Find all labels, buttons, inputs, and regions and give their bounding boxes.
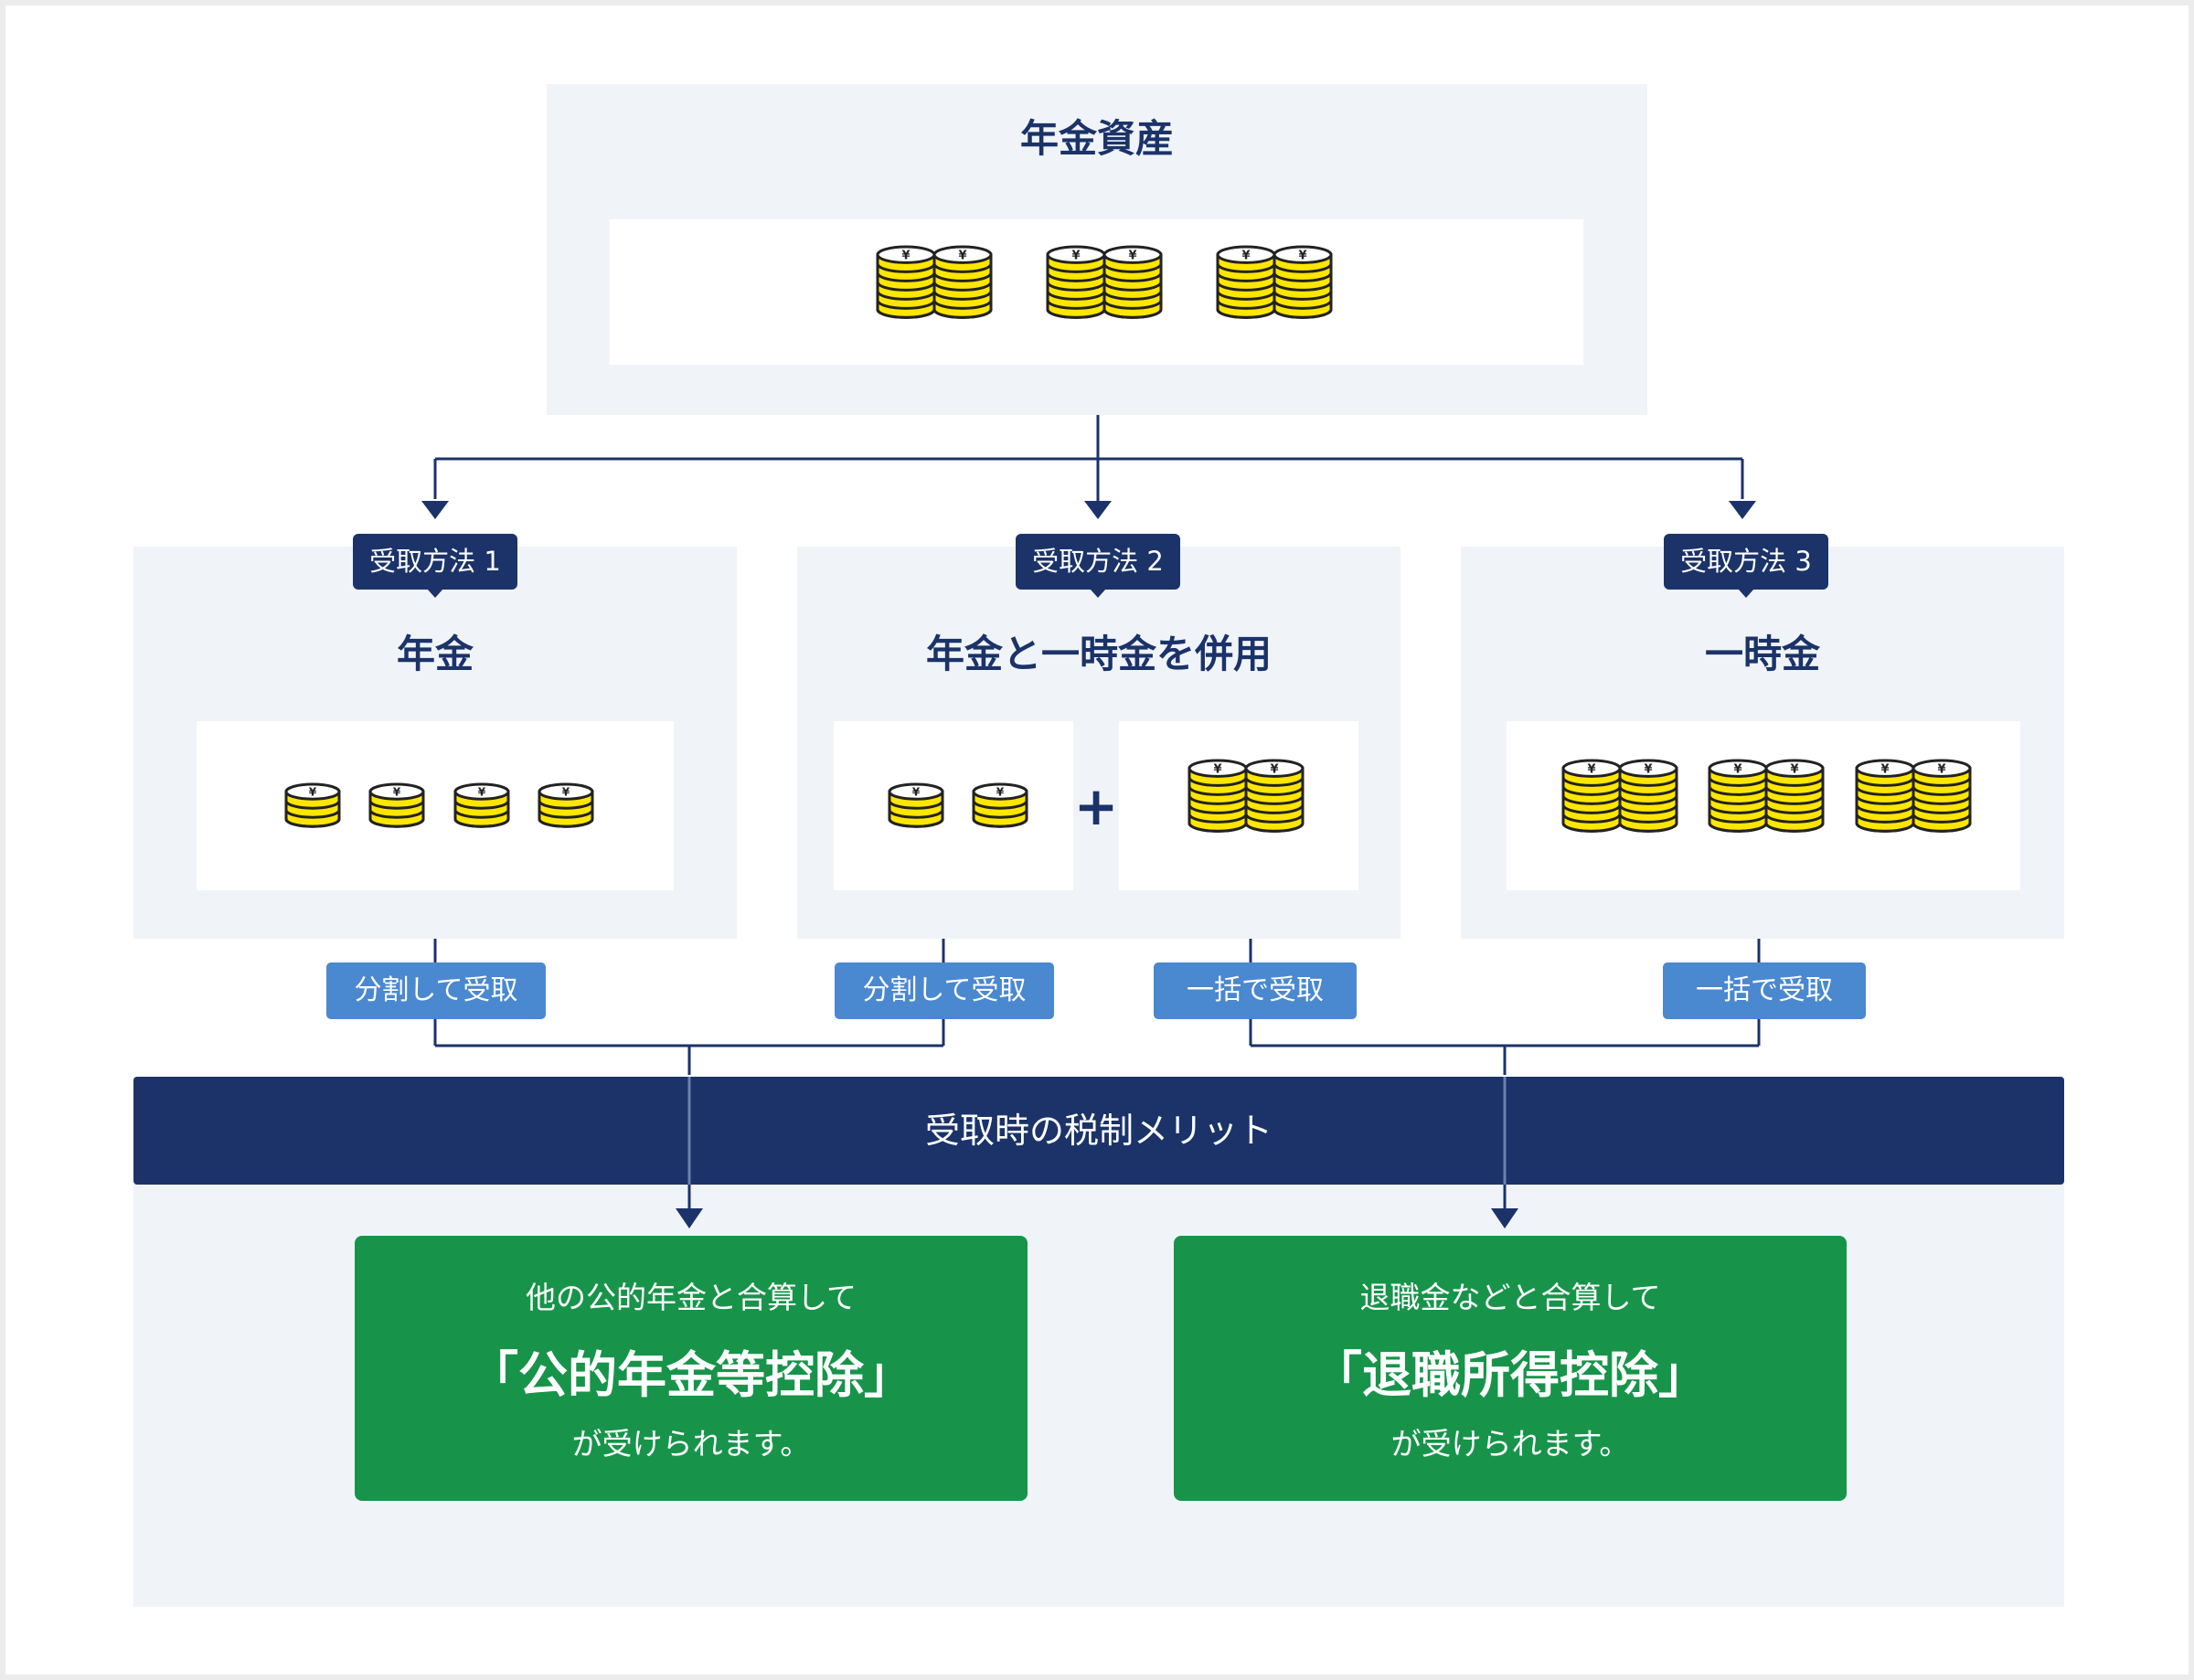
receive-split-pill-2: 分割して受取 — [835, 962, 1054, 1019]
receive-lump-pill-2: 一括で受取 — [1663, 962, 1866, 1019]
method-2-title: 年金と一時金を併用 — [925, 632, 1272, 676]
yen-coin-stack-icon: ¥ — [368, 782, 425, 828]
yen-coin-stack-icon: ¥ — [453, 782, 510, 828]
tax-merit-band: 受取時の税制メリット — [133, 1077, 2064, 1185]
plus-sign: + — [1073, 775, 1119, 837]
merit-arrows — [421, 501, 1756, 1228]
retirement-deduction-line3: が受けられます。 — [1390, 1426, 1630, 1462]
yen-coin-stack-icon: ¥ — [888, 782, 944, 828]
pension-deduction-line1: 他の公的年金と合算して — [525, 1280, 857, 1315]
retirement-deduction-line1: 退職金などと合算して — [1359, 1280, 1661, 1315]
svg-text:¥: ¥ — [1880, 762, 1889, 776]
svg-text:¥: ¥ — [478, 786, 486, 799]
svg-text:¥: ¥ — [1298, 249, 1306, 262]
yen-coin-stack-icon: ¥¥ — [1188, 759, 1305, 833]
yen-coin-stack-icon: ¥ — [538, 782, 594, 828]
method-3-title: 一時金 — [1704, 632, 1820, 676]
diagram-canvas: 年金資産 受取方法 1 受取方法 2 受取方法 3 年金 年金と一時金を併用 一… — [5, 5, 2189, 1675]
svg-text:¥: ¥ — [1644, 762, 1652, 776]
pension-assets-title: 年金資産 — [1019, 116, 1174, 161]
yen-coin-stack-icon: ¥¥ — [1046, 245, 1163, 319]
receive-lump-pill-1: 一括で受取 — [1154, 962, 1357, 1019]
svg-text:¥: ¥ — [912, 786, 921, 799]
svg-text:¥: ¥ — [1241, 249, 1250, 262]
retirement-deduction-card: 退職金などと合算して 「退職所得控除」 が受けられます。 — [1174, 1236, 1847, 1501]
method-1-tag: 受取方法 1 — [353, 534, 517, 598]
pension-deduction-line3: が受けられます。 — [571, 1426, 811, 1462]
method-2-annuity-coin-box — [834, 721, 1073, 890]
svg-text:¥: ¥ — [958, 249, 966, 262]
svg-text:¥: ¥ — [1790, 762, 1798, 776]
receive-split-pill-1: 分割して受取 — [326, 962, 546, 1019]
svg-text:¥: ¥ — [1270, 762, 1278, 776]
svg-text:¥: ¥ — [393, 786, 401, 799]
method-1-coin-box — [197, 721, 674, 890]
retirement-deduction-line2: 「退職所得控除」 — [1313, 1346, 1708, 1404]
svg-text:¥: ¥ — [309, 786, 317, 799]
yen-coin-stack-icon: ¥¥ — [1561, 759, 1678, 833]
method-3-tag: 受取方法 3 — [1664, 534, 1828, 598]
yen-coin-stack-icon: ¥ — [972, 782, 1028, 828]
yen-coin-stack-icon: ¥¥ — [1855, 759, 1972, 833]
yen-coin-stack-icon: ¥ — [284, 782, 341, 828]
svg-text:¥: ¥ — [562, 786, 570, 799]
svg-text:¥: ¥ — [901, 249, 910, 262]
svg-text:¥: ¥ — [996, 786, 1005, 799]
svg-text:¥: ¥ — [1071, 249, 1080, 262]
yen-coin-stack-icon: ¥¥ — [876, 245, 993, 319]
svg-text:¥: ¥ — [1213, 762, 1221, 776]
method-2-tag: 受取方法 2 — [1016, 534, 1180, 598]
yen-coin-stack-icon: ¥¥ — [1708, 759, 1825, 833]
yen-coin-stack-icon: ¥¥ — [1216, 245, 1333, 319]
pension-deduction-line2: 「公的年金等控除」 — [469, 1346, 913, 1404]
svg-text:¥: ¥ — [1733, 762, 1741, 776]
method-1-title: 年金 — [396, 632, 474, 676]
tax-merit-band-label: 受取時の税制メリット — [924, 1111, 1273, 1151]
svg-text:¥: ¥ — [1587, 762, 1595, 776]
svg-text:¥: ¥ — [1937, 762, 1945, 776]
pension-deduction-card: 他の公的年金と合算して 「公的年金等控除」 が受けられます。 — [355, 1236, 1028, 1501]
svg-text:¥: ¥ — [1128, 249, 1136, 262]
